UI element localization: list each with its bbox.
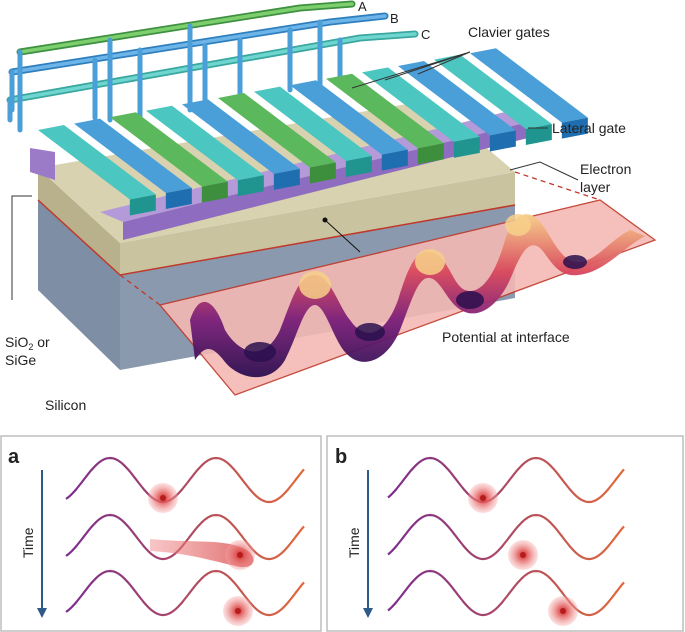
gate-letter-b: B xyxy=(390,11,399,26)
gate-finger-top xyxy=(74,118,192,194)
electron-layer-pointer xyxy=(324,219,361,253)
electron-dot xyxy=(520,552,526,558)
well-4 xyxy=(563,255,587,269)
potential-label: Potential at interface xyxy=(442,329,570,345)
panel-a-time-label: Time xyxy=(20,527,36,558)
gate-finger-end xyxy=(417,143,444,165)
panel-b-frame xyxy=(326,435,684,632)
top-labels: A B C Clavier gates Lateral gate Electro… xyxy=(5,0,631,413)
gate-finger-top xyxy=(110,112,228,187)
callout-lines xyxy=(11,51,579,300)
peak-1 xyxy=(299,271,331,299)
wire-c-in xyxy=(8,32,417,102)
panel-b-letter: b xyxy=(335,446,347,468)
panel-b: b Time xyxy=(326,435,684,632)
oxide-side xyxy=(120,172,515,275)
gate-finger-end xyxy=(201,181,228,203)
gate-finger-top xyxy=(38,125,156,200)
plane-link-right xyxy=(514,171,601,201)
gate-letter-c: C xyxy=(421,27,430,42)
gate-finger-top xyxy=(470,48,588,123)
oxide-front xyxy=(38,168,120,275)
gate-wires xyxy=(6,0,419,133)
gate-finger-end xyxy=(129,194,156,216)
gate-finger-end xyxy=(165,188,192,210)
panel-a-frame xyxy=(0,435,322,632)
interface-line xyxy=(37,199,121,276)
gate-finger-end xyxy=(345,156,372,178)
oxide-label-2: SiGe xyxy=(5,352,36,368)
panel-b-waves xyxy=(387,456,625,626)
potential-surface xyxy=(190,214,645,378)
potential-wave xyxy=(387,569,625,617)
gate-finger-end xyxy=(237,175,264,197)
well-3 xyxy=(456,291,484,309)
clavier-callout xyxy=(351,51,471,89)
panel-b-time-arrowhead xyxy=(363,608,373,618)
electron-layer-label-2: layer xyxy=(580,179,611,195)
gate-finger-top xyxy=(434,54,552,130)
electron-dot xyxy=(160,495,166,501)
oxide-label-1: SiO2 or xyxy=(5,334,50,352)
panel-a-waves xyxy=(65,456,305,626)
device-illustration xyxy=(6,0,657,396)
electron-dot xyxy=(480,495,486,501)
oxide-callout xyxy=(11,195,32,300)
wire-b-in xyxy=(10,14,387,74)
well-1 xyxy=(244,342,276,362)
gate-finger-top xyxy=(254,86,372,162)
wire-a-in xyxy=(18,2,354,54)
electron-dot xyxy=(237,552,243,558)
gate-finger-end xyxy=(273,168,300,190)
gate-finger-top xyxy=(182,99,300,174)
gate-fingers xyxy=(38,48,588,216)
silicon-label: Silicon xyxy=(45,397,86,413)
electron-layer-label-1: Electron xyxy=(580,161,631,177)
panel-a-time-arrowhead xyxy=(37,608,47,618)
gate-finger-end xyxy=(489,130,516,152)
electron-dot xyxy=(560,608,566,614)
gate-finger-end xyxy=(309,162,336,184)
interface-line-side xyxy=(119,204,516,276)
peak-3 xyxy=(505,214,531,236)
gate-finger-end xyxy=(453,136,480,158)
gate-finger-top xyxy=(290,80,408,155)
potential-wave xyxy=(65,456,305,504)
potential-wave xyxy=(387,513,625,561)
panel-a: a Time xyxy=(0,435,322,632)
gate-finger-top xyxy=(146,105,264,181)
electron-dot xyxy=(235,608,241,614)
potential-wave xyxy=(387,456,625,504)
gate-finger-end xyxy=(381,149,408,171)
lateral-gate-end xyxy=(30,148,55,180)
clavier-gates-label: Clavier gates xyxy=(468,24,550,40)
silicon-front xyxy=(38,200,120,370)
gate-finger-top xyxy=(218,93,336,168)
panel-a-letter: a xyxy=(8,446,20,468)
potential-wave xyxy=(65,569,305,617)
gate-letter-a: A xyxy=(358,0,367,14)
wire-drops xyxy=(7,19,343,133)
peak-2 xyxy=(415,249,445,275)
gate-finger-end xyxy=(561,117,588,139)
surface-body xyxy=(190,214,645,378)
gate-finger-top xyxy=(362,67,480,142)
electron-layer-callout xyxy=(509,161,579,181)
gate-finger-top xyxy=(398,61,516,136)
lateral-gate-label: Lateral gate xyxy=(552,120,626,136)
well-2 xyxy=(355,323,385,341)
panel-b-time-label: Time xyxy=(346,527,362,558)
gate-finger-top xyxy=(326,73,444,149)
gate-finger-end xyxy=(525,124,552,146)
